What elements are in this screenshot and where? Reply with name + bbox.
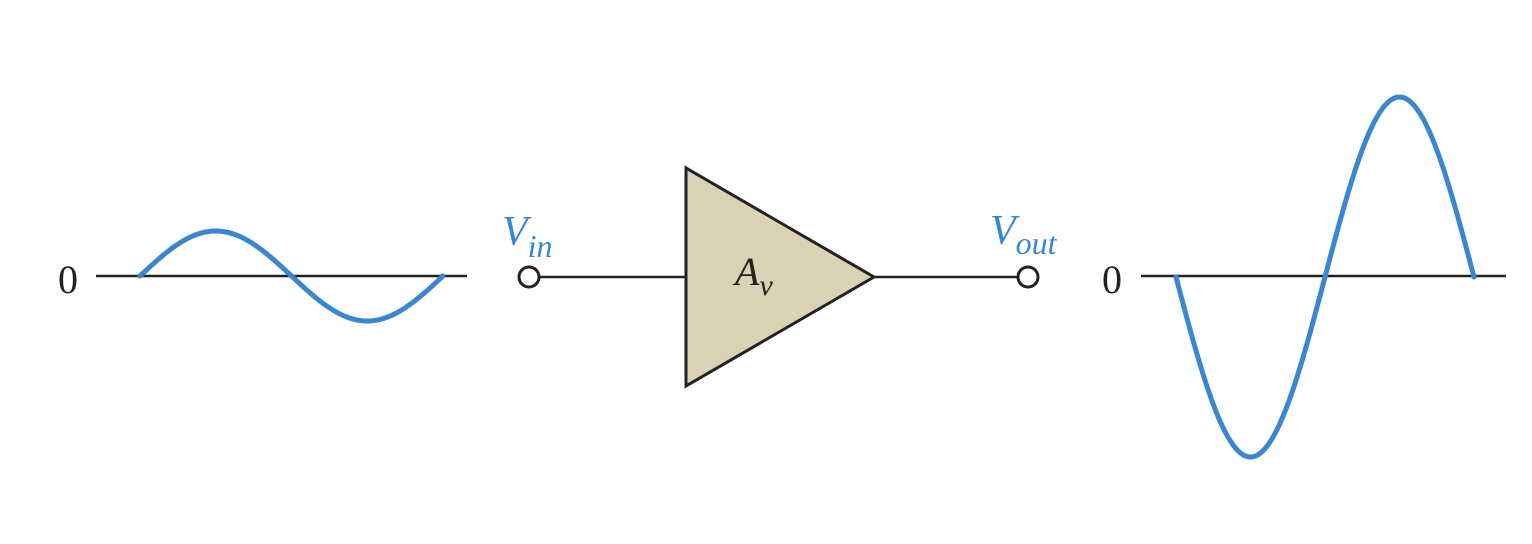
amplifier-group: Av — [684, 165, 877, 389]
v-out-sub: out — [1016, 225, 1058, 261]
input-zero-label: 0 — [58, 257, 78, 302]
v-out-label: Vout — [990, 208, 1058, 261]
gain-sub: v — [759, 269, 773, 302]
v-in-label: Vin — [502, 209, 553, 264]
output-zero-label: 0 — [1102, 257, 1122, 302]
amplifier-triangle — [684, 165, 877, 389]
output-sine-wave — [1173, 94, 1477, 460]
input-waveform-group: 0 — [58, 228, 467, 324]
output-waveform-group: 0 — [1102, 94, 1506, 460]
v-in-main: V — [502, 209, 532, 255]
gain-main: A — [732, 249, 760, 294]
v-in-sub: in — [528, 228, 553, 264]
output-terminal-group: Vout — [874, 208, 1058, 289]
v-out-main: V — [990, 208, 1020, 254]
input-terminal-node — [517, 265, 541, 289]
gain-label: Av — [732, 249, 773, 302]
input-sine-wave — [137, 228, 446, 324]
input-terminal-group: Vin — [502, 209, 686, 289]
output-terminal-node — [1016, 265, 1040, 289]
